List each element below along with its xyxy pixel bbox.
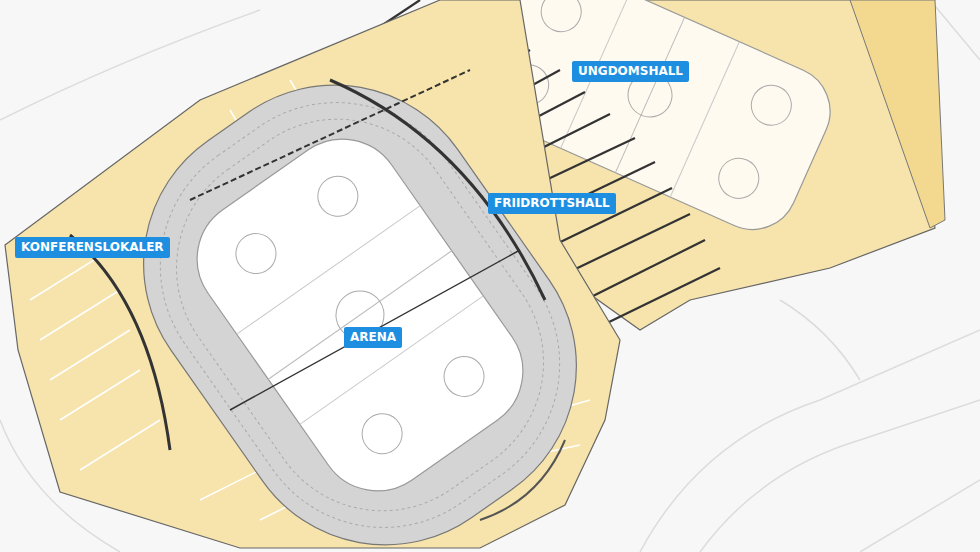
roof-truss bbox=[230, 250, 520, 410]
area-label: ARENA bbox=[344, 327, 402, 348]
area-name: KONFERENSLOKALER bbox=[21, 240, 164, 255]
entrance bbox=[480, 440, 565, 520]
area-label: FRIIDROTTSHALL bbox=[488, 193, 616, 214]
site-line bbox=[700, 400, 980, 552]
site-line bbox=[780, 300, 860, 380]
annex-block bbox=[850, 0, 945, 228]
site-line bbox=[640, 330, 980, 552]
roof-arches bbox=[70, 70, 545, 450]
area-name: UNGDOMSHALL bbox=[578, 64, 683, 79]
roof-truss bbox=[190, 70, 470, 200]
arch bbox=[330, 80, 545, 300]
arch bbox=[70, 235, 170, 450]
arena-bowl bbox=[85, 26, 636, 552]
area-label: UNGDOMSHALL bbox=[572, 61, 689, 82]
area-label: KONFERENSLOKALER bbox=[15, 237, 170, 258]
area-name: ARENA bbox=[350, 330, 396, 345]
area-name: FRIIDROTTSHALL bbox=[494, 196, 610, 211]
site-line bbox=[860, 480, 980, 552]
